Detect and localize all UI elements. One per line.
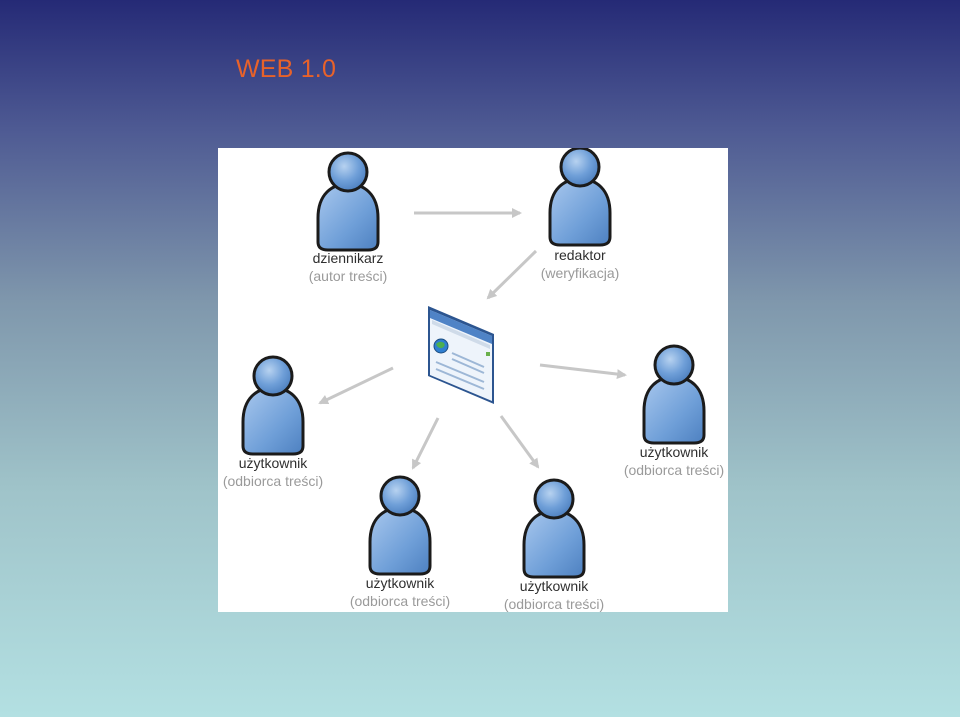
arrow-website-user-bottom-left (411, 417, 440, 470)
arrow-website-user-bottom-right (499, 415, 540, 469)
diagram-canvas (241, 148, 706, 579)
role-description: (odbiorca treści) (349, 593, 451, 609)
role-label: dziennikarz (312, 250, 384, 266)
arrow-website-user-right (539, 363, 627, 380)
role-description: (odbiorca treści) (222, 473, 324, 489)
slide-title: WEB 1.0 (236, 55, 337, 83)
user-icon-journalist (316, 151, 380, 252)
arrow-editor-website (486, 249, 538, 300)
node-user-right: użytkownik (odbiorca treści) (594, 443, 754, 479)
role-description: (odbiorca treści) (503, 596, 605, 612)
user-icon-bottom-left (368, 475, 432, 576)
user-icon-bottom-right (522, 478, 586, 579)
role-label: użytkownik (238, 455, 308, 471)
user-icon-left (241, 355, 305, 456)
role-label: redaktor (554, 247, 606, 263)
role-description: (autor treści) (308, 268, 388, 284)
web-page-icon (428, 306, 494, 404)
role-description: (weryfikacja) (540, 265, 620, 281)
node-user-bottom-right: użytkownik (odbiorca treści) (474, 577, 634, 613)
node-editor: redaktor (weryfikacja) (500, 246, 660, 282)
node-journalist: dziennikarz (autor treści) (268, 249, 428, 285)
node-user-left: użytkownik (odbiorca treści) (193, 454, 353, 490)
role-label: użytkownik (365, 575, 435, 591)
web1-diagram: dziennikarz (autor treści) redaktor (wer… (218, 148, 728, 612)
user-icon-editor (548, 148, 612, 247)
user-icon-right (642, 344, 706, 445)
role-label: użytkownik (519, 578, 589, 594)
arrow-website-user-left (318, 366, 394, 405)
node-user-bottom-left: użytkownik (odbiorca treści) (320, 574, 480, 610)
role-label: użytkownik (639, 444, 709, 460)
role-description: (odbiorca treści) (623, 462, 725, 478)
